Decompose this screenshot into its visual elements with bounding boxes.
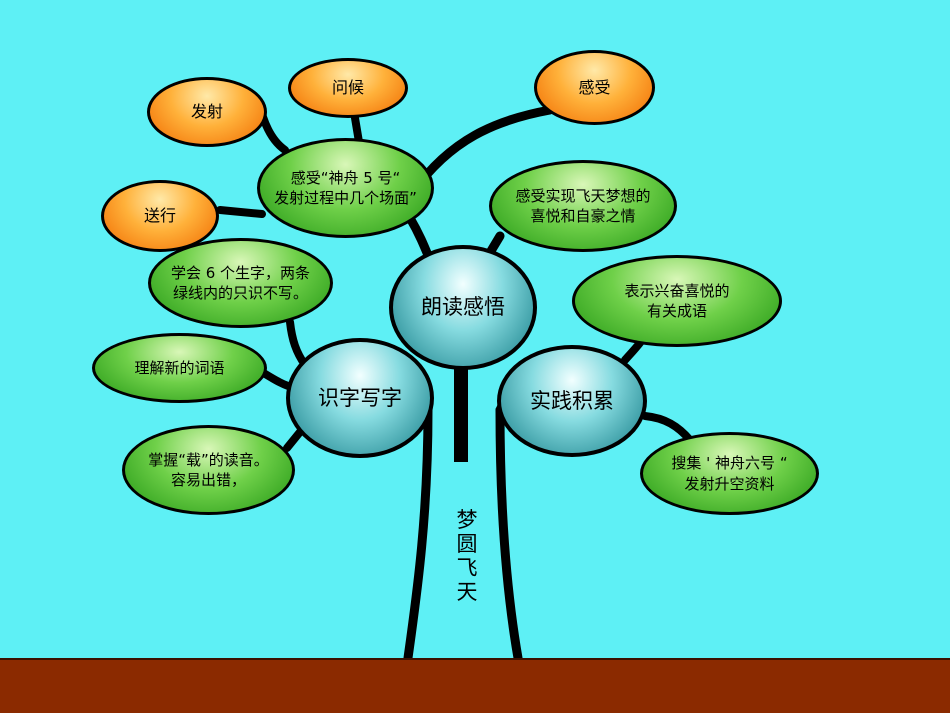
leaf-scene: 感受“神舟 5 号“ 发射过程中几个场面” bbox=[257, 138, 434, 238]
branch-to-collect bbox=[641, 412, 694, 444]
trunk-right bbox=[495, 405, 523, 663]
leaf-songxing: 送行 bbox=[101, 180, 219, 252]
node-right: 实践积累 bbox=[497, 345, 647, 457]
leaf-fashe-label: 发射 bbox=[190, 102, 223, 122]
trunk-label: 梦圆飞天 bbox=[456, 508, 478, 605]
leaf-collect: 搜集 ' 神舟六号 “发射升空资料 bbox=[640, 432, 819, 515]
leaf-fashe: 发射 bbox=[147, 77, 267, 147]
leaf-wenhou-label: 问候 bbox=[331, 78, 364, 98]
leaf-dream-line-2: 喜悦和自豪之情 bbox=[530, 207, 636, 225]
leaf-zai-line-1: 掌握“载”的读音。 bbox=[148, 450, 269, 469]
branch-to-fashe bbox=[259, 113, 289, 154]
leaf-collect-line-1: 搜集 ' 神舟六号 “ bbox=[671, 454, 788, 473]
trunk-left bbox=[403, 405, 433, 663]
ground bbox=[0, 658, 950, 713]
leaf-words-label: 理解新的词语 bbox=[134, 358, 225, 377]
node-main-label: 朗读感悟 bbox=[421, 295, 505, 320]
leaf-idiom-line-1: 表示兴奋喜悦的 bbox=[624, 281, 730, 300]
node-main: 朗读感悟 bbox=[389, 245, 537, 370]
leaf-collect-line-2: 发射升空资料 bbox=[684, 474, 775, 493]
leaf-wenhou: 问候 bbox=[288, 58, 408, 118]
leaf-idiom: 表示兴奋喜悦的有关成语 bbox=[572, 255, 782, 347]
branch-to-zai bbox=[283, 428, 304, 452]
leaf-chars-line-2: 绿线内的只识不写。 bbox=[172, 284, 308, 302]
leaf-ganshou: 感受 bbox=[534, 50, 655, 125]
leaf-ganshou-label: 感受 bbox=[578, 77, 611, 97]
node-left-label: 识字写字 bbox=[318, 385, 402, 410]
leaf-dream: 感受实现飞天梦想的喜悦和自豪之情 bbox=[489, 160, 677, 252]
leaf-dream-line-1: 感受实现飞天梦想的 bbox=[515, 186, 651, 205]
leaf-words: 理解新的词语 bbox=[92, 333, 267, 403]
leaf-scene-line-1: 感受“神舟 5 号“ bbox=[290, 168, 401, 187]
leaf-zai-line-2: 容易出错， bbox=[170, 471, 246, 489]
leaf-idiom-line-2: 有关成语 bbox=[646, 302, 707, 320]
leaf-chars-line-1: 学会 6 个生字，两条 bbox=[170, 263, 311, 282]
leaf-zai: 掌握“载”的读音。容易出错， bbox=[122, 425, 295, 515]
node-right-label: 实践积累 bbox=[530, 388, 614, 413]
leaf-chars: 学会 6 个生字，两条绿线内的只识不写。 bbox=[148, 238, 333, 328]
branch-to-songxing bbox=[216, 206, 266, 218]
leaf-songxing-label: 送行 bbox=[143, 206, 176, 226]
leaf-scene-line-2: 发射过程中几个场面” bbox=[274, 189, 417, 207]
node-left: 识字写字 bbox=[286, 338, 434, 458]
